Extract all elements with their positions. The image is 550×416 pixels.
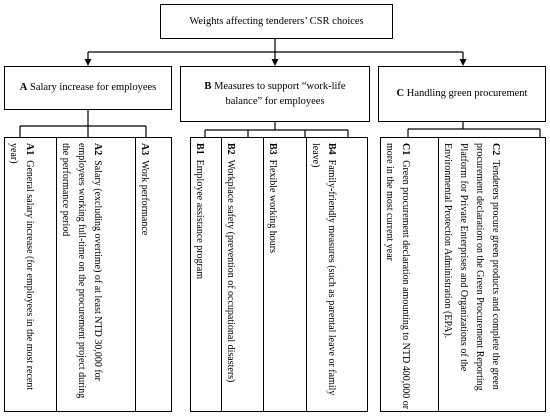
item-a1-code: A1 — [24, 143, 35, 156]
item-b3-label: Flexible working hours — [267, 159, 278, 253]
item-a1: A1 General salary increase (for employee… — [4, 137, 58, 412]
item-c1-code: C1 — [400, 143, 411, 156]
item-a3-label: Work performance — [139, 160, 150, 236]
item-a3-code: A3 — [139, 143, 150, 156]
category-c-label: Handling green procurement — [406, 88, 528, 100]
item-c2-code: C2 — [490, 143, 501, 156]
item-b3: B3 Flexible working hours — [263, 137, 308, 412]
item-b1: B1 Employee assistance program — [190, 137, 223, 412]
item-b4: B4 Family-friendly measures (such as par… — [306, 137, 368, 412]
root-title: Weights affecting tenderers’ CSR choices — [189, 15, 364, 27]
item-b1-code: B1 — [194, 143, 205, 155]
item-b2-label: Workplace safety (prevention of occupati… — [225, 159, 236, 383]
item-c2: C2 Tenderers procure green products and … — [438, 137, 546, 412]
item-a1-label: General salary increase (for employees i… — [8, 143, 35, 391]
category-a-label: Salary increase for employees — [29, 82, 157, 94]
category-a-node: A Salary increase for employees — [4, 66, 172, 110]
category-c-node: C Handling green procurement — [378, 66, 546, 122]
category-c-code: C — [396, 88, 405, 100]
category-b-node: B Measures to support “work-life balance… — [180, 66, 370, 122]
item-c2-label: Tenderers procure green products and com… — [442, 143, 501, 391]
item-a2: A2 Salary (excluding overtime) of at lea… — [56, 137, 137, 412]
category-b-code: B — [204, 80, 212, 92]
item-b2-code: B2 — [225, 143, 236, 155]
item-a3: A3 Work performance — [135, 137, 172, 412]
category-b-label: Measures to support “work-life balance” … — [214, 80, 346, 107]
item-a2-label: Salary (excluding overtime) of at least … — [60, 143, 103, 399]
root-node: Weights affecting tenderers’ CSR choices — [160, 4, 393, 39]
item-b2: B2 Workplace safety (prevention of occup… — [221, 137, 265, 412]
item-c1: C1 Green procurement declaration amounti… — [380, 137, 440, 412]
item-b4-code: B4 — [326, 143, 337, 155]
item-c1-label: Green procurement declaration amounting … — [384, 143, 411, 410]
item-b1-label: Employee assistance program — [194, 159, 205, 280]
item-a2-code: A2 — [92, 143, 103, 156]
category-a-code: A — [19, 82, 28, 94]
item-b3-code: B3 — [267, 143, 278, 155]
item-b4-label: Family-friendly measures (such as parent… — [310, 143, 337, 396]
